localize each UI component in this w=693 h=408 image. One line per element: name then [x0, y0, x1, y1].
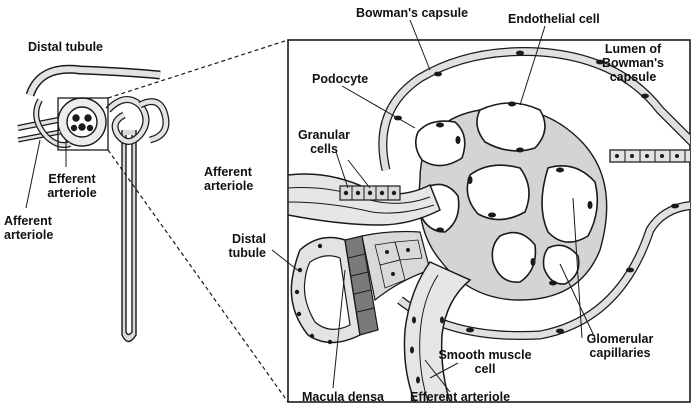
label-glomerular-capillaries: Glomerular capillaries	[580, 332, 660, 360]
label-lumen-of-bowmans-capsule: Lumen of Bowman's capsule	[592, 42, 674, 84]
label-bowmans-capsule: Bowman's capsule	[356, 6, 468, 20]
label-endothelial-cell: Endothelial cell	[508, 12, 600, 26]
label-macula-densa: Macula densa	[302, 390, 384, 404]
label-smooth-muscle-cell: Smooth muscle cell	[430, 348, 540, 376]
nephron-overview	[18, 69, 166, 341]
label-distal-tubule-detail: Distal tubule	[210, 232, 266, 260]
label-afferent-arteriole-overview: Afferent arteriole	[4, 214, 53, 242]
label-efferent-arteriole-overview: Efferent arteriole	[40, 172, 104, 200]
label-distal-tubule-overview: Distal tubule	[28, 40, 103, 54]
label-granular-cells: Granular cells	[293, 128, 355, 156]
label-afferent-arteriole-detail: Afferent arteriole	[204, 165, 253, 193]
label-podocyte: Podocyte	[312, 72, 368, 86]
label-efferent-arteriole-detail: Efferent arteriole	[410, 390, 510, 404]
granular-cell-row	[340, 186, 400, 200]
